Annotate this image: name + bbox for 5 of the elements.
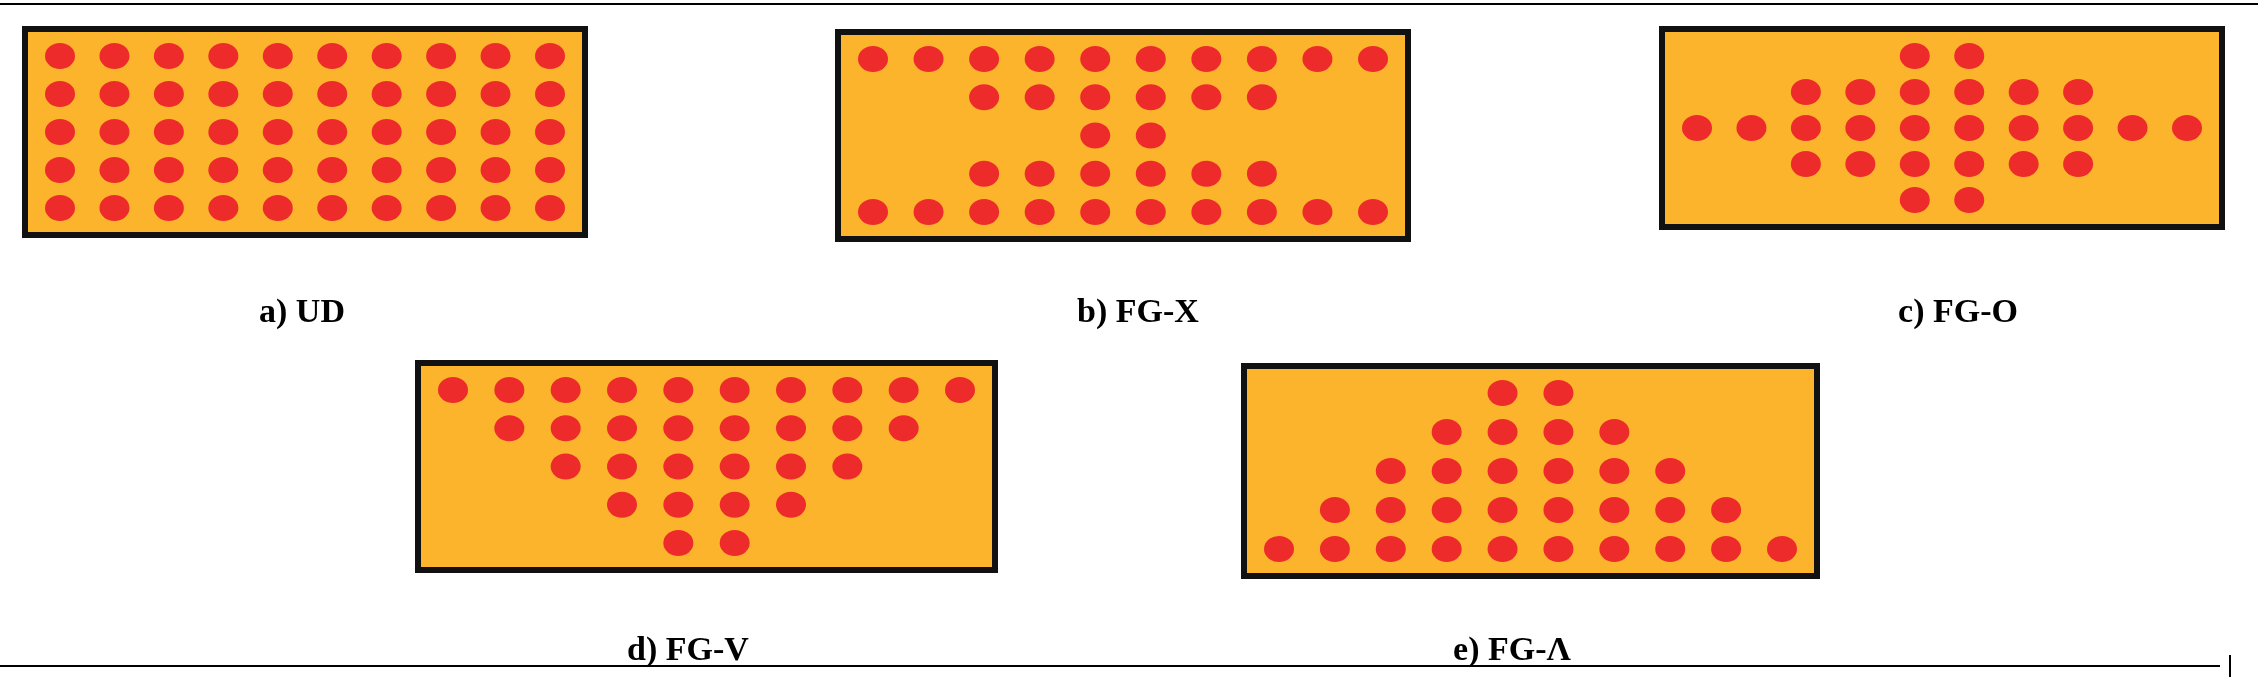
- panel-caption: e) FG-Λ: [1453, 628, 1571, 669]
- panel-caption: b) FG-X: [1077, 290, 1199, 331]
- panel-caption: a) UD: [259, 290, 345, 331]
- panel-caption: d) FG-V: [627, 628, 749, 669]
- panel-caption: c) FG-O: [1898, 290, 2018, 331]
